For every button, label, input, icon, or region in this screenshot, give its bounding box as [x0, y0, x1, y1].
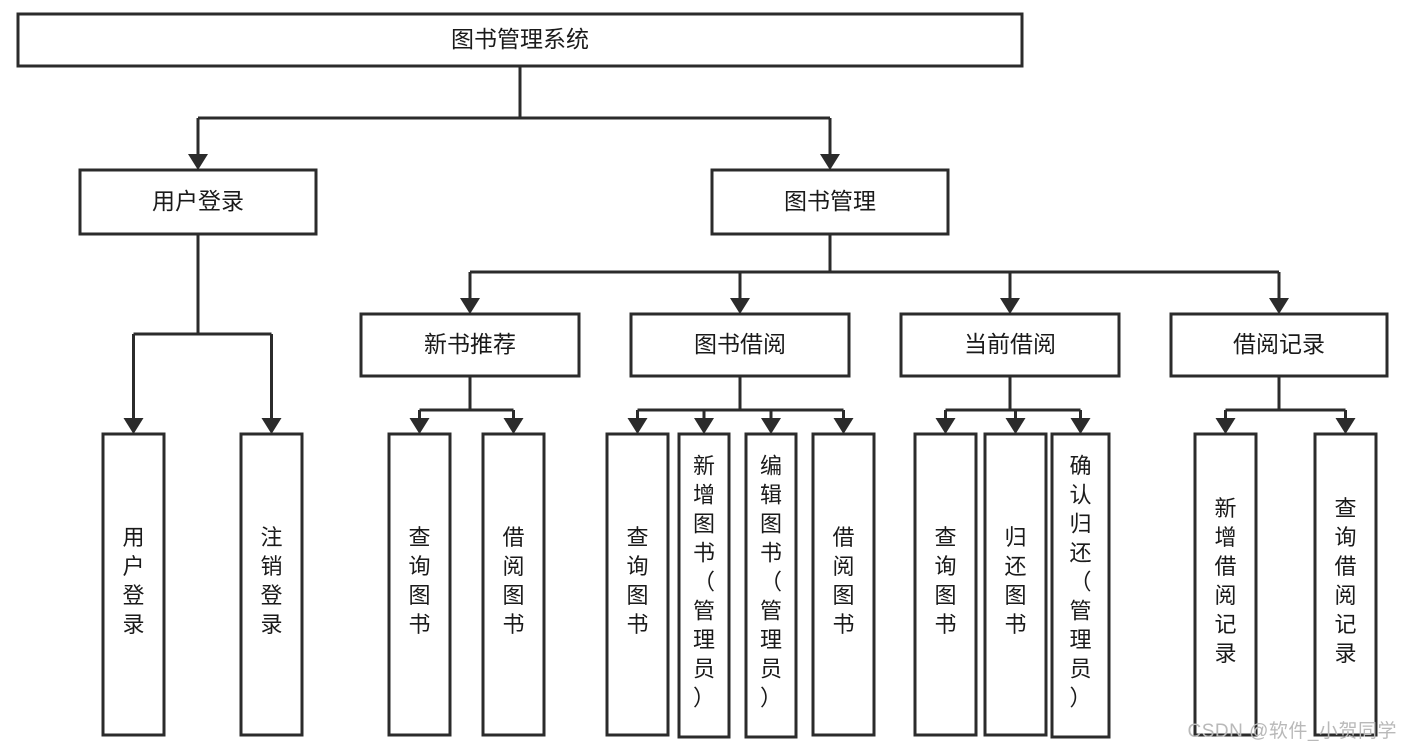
node-label-borrow-record: 借阅记录 [1233, 331, 1325, 357]
node-root[interactable]: 图书管理系统 [16, 12, 1024, 68]
node-box-leaf-query-book-borrow[interactable] [605, 432, 670, 737]
node-box-leaf-return-book[interactable] [983, 432, 1048, 737]
arrow-head-icon [820, 154, 840, 170]
nodes-layer: 图书管理系统用户登录图书管理新书推荐图书借阅当前借阅借阅记录用户登录注销登录查询… [16, 12, 1389, 739]
node-box-leaf-query-book-current[interactable] [913, 432, 978, 737]
arrow-head-icon [761, 418, 781, 434]
node-leaf-borrow-book-rec[interactable]: 借阅图书 [481, 432, 546, 737]
node-box-current-borrow[interactable] [899, 312, 1121, 378]
connectors-layer [123, 66, 1356, 434]
node-new-book-recommend[interactable]: 新书推荐 [359, 312, 581, 378]
node-box-leaf-add-borrow-record[interactable] [1193, 432, 1258, 737]
node-leaf-query-book-rec[interactable]: 查询图书 [387, 432, 452, 737]
arrow-head-icon [1005, 418, 1026, 434]
node-label-leaf-confirm-return: 确认归还（管理员） [1069, 454, 1091, 711]
node-leaf-add-borrow-record[interactable]: 新增借阅记录 [1193, 432, 1258, 737]
arrow-head-icon [694, 418, 714, 434]
node-label-leaf-add-borrow-record: 新增借阅记录 [1214, 496, 1236, 666]
node-book-manage[interactable]: 图书管理 [710, 168, 950, 236]
node-leaf-borrow-book[interactable]: 借阅图书 [811, 432, 876, 737]
node-box-root[interactable] [16, 12, 1024, 68]
watermark-text: CSDN @软件_小贺同学 [1187, 721, 1397, 742]
node-leaf-edit-book[interactable]: 编辑图书（管理员） [744, 432, 798, 739]
node-label-leaf-return-book: 归还图书 [1004, 525, 1026, 637]
node-box-book-borrow[interactable] [629, 312, 851, 378]
arrow-head-icon [460, 298, 480, 314]
connector-group-root [188, 66, 840, 170]
node-box-leaf-edit-book[interactable] [744, 432, 798, 739]
node-box-new-book-recommend[interactable] [359, 312, 581, 378]
connector-group-new-book-recommend [409, 376, 524, 434]
node-leaf-confirm-return[interactable]: 确认归还（管理员） [1050, 432, 1111, 739]
node-box-leaf-query-book-rec[interactable] [387, 432, 452, 737]
arrow-head-icon [1000, 298, 1020, 314]
arrow-head-icon [627, 418, 648, 434]
node-label-leaf-query-book-current: 查询图书 [934, 525, 956, 637]
connector-group-book-borrow [627, 376, 854, 434]
node-box-leaf-logout[interactable] [239, 432, 304, 737]
node-leaf-return-book[interactable]: 归还图书 [983, 432, 1048, 737]
node-leaf-query-book-borrow[interactable]: 查询图书 [605, 432, 670, 737]
node-box-leaf-user-login[interactable] [101, 432, 166, 737]
node-label-root: 图书管理系统 [451, 26, 589, 52]
arrow-head-icon [833, 418, 854, 434]
node-label-leaf-user-login: 用户登录 [122, 525, 144, 637]
node-label-leaf-add-book: 新增图书（管理员） [693, 454, 715, 711]
node-box-leaf-add-book[interactable] [677, 432, 731, 739]
node-label-current-borrow: 当前借阅 [964, 331, 1056, 357]
arrow-head-icon [1335, 418, 1356, 434]
node-label-leaf-edit-book: 编辑图书（管理员） [760, 454, 782, 711]
node-user-login[interactable]: 用户登录 [78, 168, 318, 236]
arrow-head-icon [935, 418, 956, 434]
node-leaf-add-book[interactable]: 新增图书（管理员） [677, 432, 731, 739]
arrow-head-icon [1215, 418, 1236, 434]
node-label-leaf-borrow-book: 借阅图书 [832, 525, 854, 637]
connector-group-borrow-record [1215, 376, 1356, 434]
arrow-head-icon [503, 418, 524, 434]
connector-group-user-login [123, 234, 282, 434]
node-leaf-query-book-current[interactable]: 查询图书 [913, 432, 978, 737]
connector-group-current-borrow [935, 376, 1091, 434]
node-leaf-query-borrow-record[interactable]: 查询借阅记录 [1313, 432, 1378, 737]
node-label-book-borrow: 图书借阅 [694, 331, 786, 357]
node-box-leaf-borrow-book[interactable] [811, 432, 876, 737]
node-label-leaf-query-book-rec: 查询图书 [408, 525, 430, 637]
connector-group-book-manage [460, 234, 1289, 314]
node-label-new-book-recommend: 新书推荐 [424, 331, 516, 357]
node-borrow-record[interactable]: 借阅记录 [1169, 312, 1389, 378]
arrow-head-icon [1269, 298, 1289, 314]
node-box-leaf-borrow-book-rec[interactable] [481, 432, 546, 737]
arrow-head-icon [1070, 418, 1091, 434]
node-leaf-logout[interactable]: 注销登录 [239, 432, 304, 737]
node-label-leaf-query-borrow-record: 查询借阅记录 [1334, 496, 1356, 666]
arrow-head-icon [123, 418, 144, 434]
node-box-leaf-query-borrow-record[interactable] [1313, 432, 1378, 737]
node-current-borrow[interactable]: 当前借阅 [899, 312, 1121, 378]
arrow-head-icon [261, 418, 282, 434]
node-box-user-login[interactable] [78, 168, 318, 236]
node-label-leaf-borrow-book-rec: 借阅图书 [502, 525, 524, 637]
arrow-head-icon [409, 418, 430, 434]
node-label-book-manage: 图书管理 [784, 188, 876, 214]
node-box-leaf-confirm-return[interactable] [1050, 432, 1111, 739]
node-label-leaf-query-book-borrow: 查询图书 [626, 525, 648, 637]
node-leaf-user-login[interactable]: 用户登录 [101, 432, 166, 737]
node-label-user-login: 用户登录 [152, 188, 244, 214]
node-label-leaf-logout: 注销登录 [260, 525, 282, 637]
node-box-borrow-record[interactable] [1169, 312, 1389, 378]
arrow-head-icon [730, 298, 750, 314]
node-box-book-manage[interactable] [710, 168, 950, 236]
arrow-head-icon [188, 154, 208, 170]
node-book-borrow[interactable]: 图书借阅 [629, 312, 851, 378]
